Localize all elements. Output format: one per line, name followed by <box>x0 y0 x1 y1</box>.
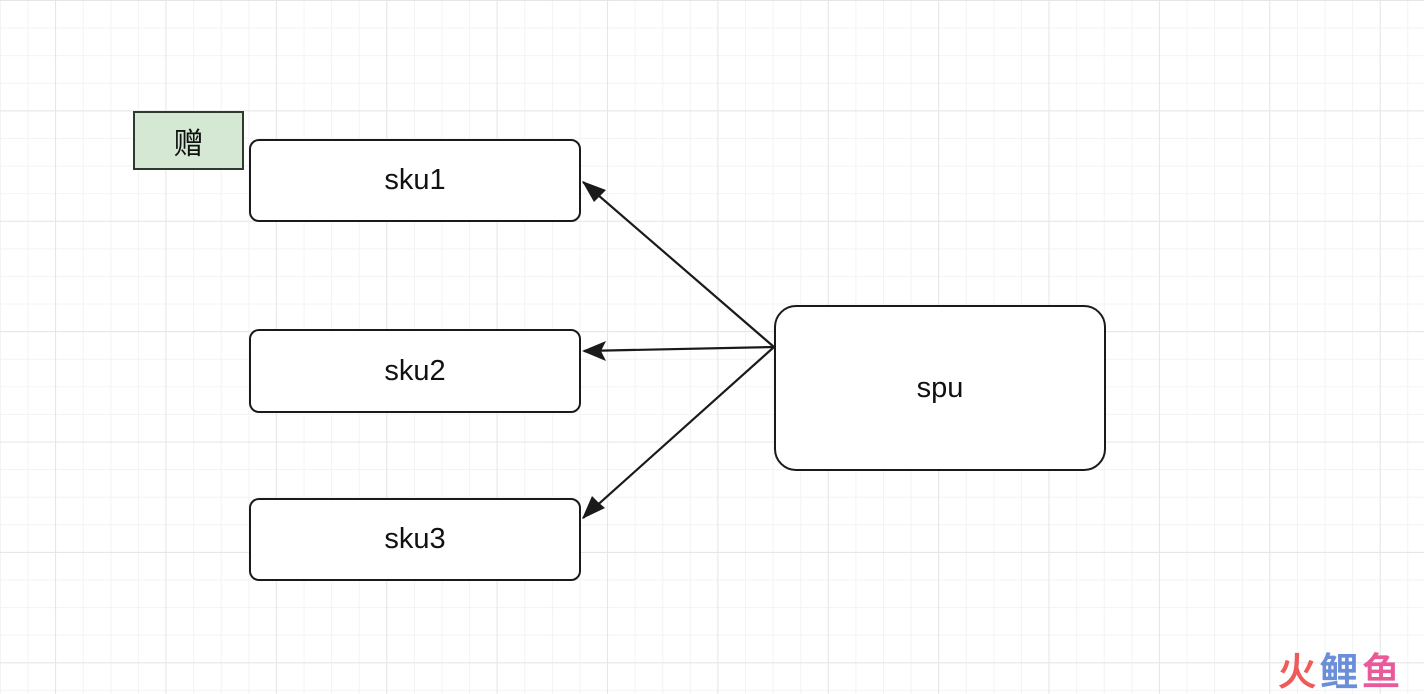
node-sku1-label: sku1 <box>384 164 446 196</box>
node-sku3-label: sku3 <box>384 523 446 555</box>
node-sku1[interactable]: sku1 <box>249 139 581 222</box>
node-spu[interactable]: spu <box>774 305 1106 471</box>
node-sku3[interactable]: sku3 <box>249 498 581 581</box>
arrowhead-sku3 <box>582 496 605 519</box>
node-spu-label: spu <box>916 371 964 404</box>
edge-spu-sku2[interactable] <box>583 345 775 353</box>
arrowhead-sku2 <box>582 341 606 361</box>
arrowhead-sku1 <box>582 181 606 202</box>
edge-spu-sku3[interactable] <box>582 346 775 519</box>
gift-tag[interactable]: 赠 <box>133 111 244 170</box>
node-sku2-label: sku2 <box>384 354 446 387</box>
node-sku2[interactable]: sku2 <box>249 329 581 413</box>
gift-tag-label: 赠 <box>173 126 204 162</box>
watermark-logo: 火 鲤 鱼 <box>1278 646 1402 694</box>
watermark-char-1: 火 <box>1277 649 1318 694</box>
watermark-char-2: 鲤 <box>1319 649 1360 694</box>
watermark-char-3: 鱼 <box>1361 649 1402 694</box>
edge-spu-sku1[interactable] <box>582 181 775 348</box>
